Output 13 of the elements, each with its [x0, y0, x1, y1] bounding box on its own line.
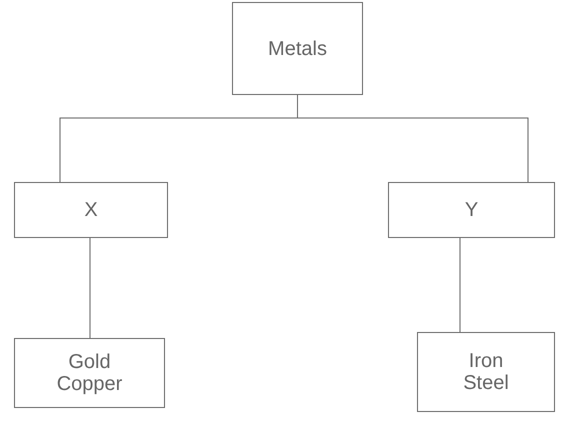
- category-box: [388, 182, 555, 238]
- box-label: Y: [464, 199, 478, 221]
- box-label: Copper: [56, 373, 122, 395]
- category-box: [14, 182, 168, 238]
- category-box: [417, 332, 555, 412]
- connector-line: [297, 94, 528, 182]
- category-box: [14, 338, 165, 408]
- box-label: Steel: [463, 372, 509, 394]
- category-box: [232, 2, 363, 95]
- box-label: X: [84, 199, 98, 221]
- box-label: Iron: [468, 350, 504, 372]
- box-label: Metals: [268, 38, 327, 60]
- box-label: Gold: [68, 351, 111, 373]
